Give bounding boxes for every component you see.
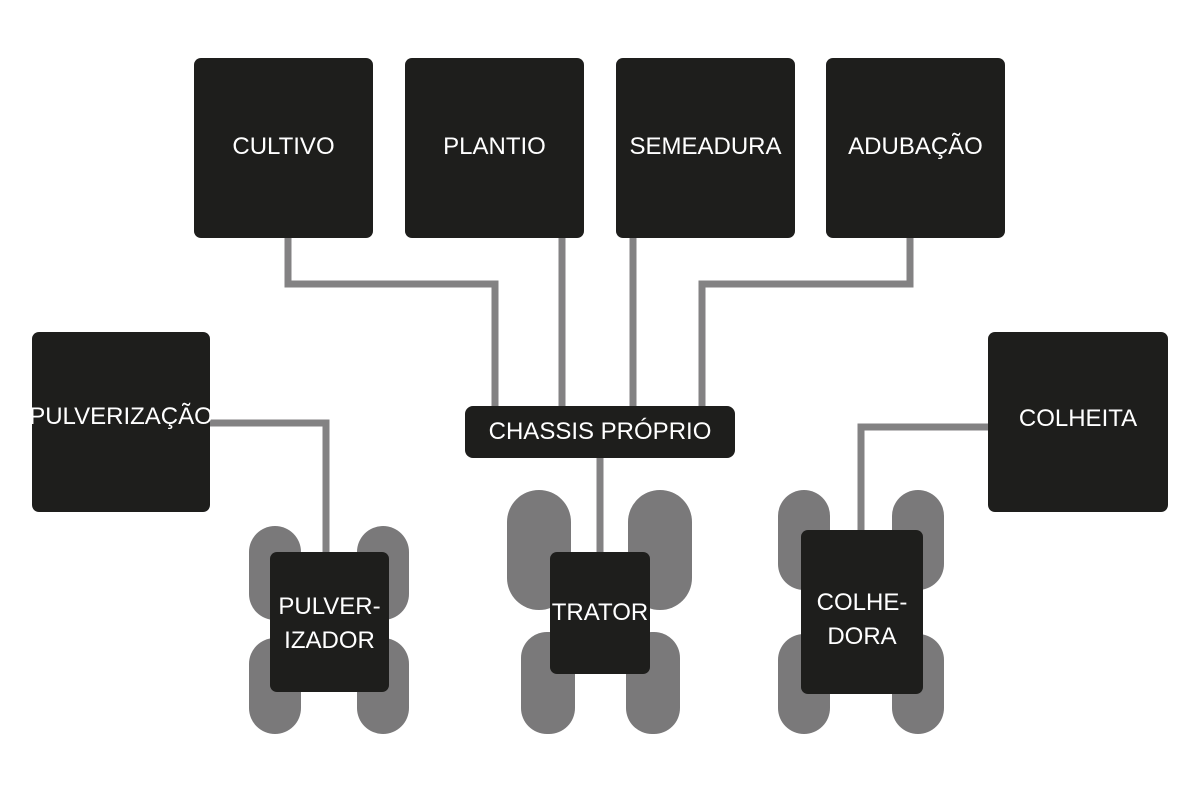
node-chassis-proprio-label: CHASSIS PRÓPRIO [488,418,712,445]
node-adubacao: ADUBAÇÃO [826,58,1005,238]
connector-pulverizacao-pulverizador [208,419,330,553]
node-colheita: COLHEITA [988,332,1168,512]
node-plantio-label: PLANTIO [443,133,546,160]
node-chassis-proprio: CHASSIS PRÓPRIO [465,406,735,458]
connector-cultivo-chassis [284,236,499,408]
node-colheita-label: COLHEITA [1018,405,1138,432]
node-colhedora: COLHE- DORA [801,530,923,694]
connector-colheita-colhedora [857,423,1000,531]
node-pulverizador: PULVER- IZADOR [270,552,389,692]
node-pulverizacao-label: PULVERIZAÇÃO [29,403,213,430]
node-semeadura: SEMEADURA [616,58,795,238]
connector-adubacao-chassis [698,236,914,408]
node-cultivo: CULTIVO [194,58,373,238]
node-pulverizacao: PULVERIZAÇÃO [29,332,213,512]
node-adubacao-label: ADUBAÇÃO [848,133,983,160]
node-trator-label: TRATOR [551,599,649,626]
node-colhedora-label: COLHE- DORA [816,589,908,650]
node-pulverizador-label: PULVER- IZADOR [278,593,381,654]
node-semeadura-label: SEMEADURA [629,133,782,160]
node-trator: TRATOR [550,552,650,674]
node-plantio: PLANTIO [405,58,584,238]
node-cultivo-label: CULTIVO [232,133,335,160]
